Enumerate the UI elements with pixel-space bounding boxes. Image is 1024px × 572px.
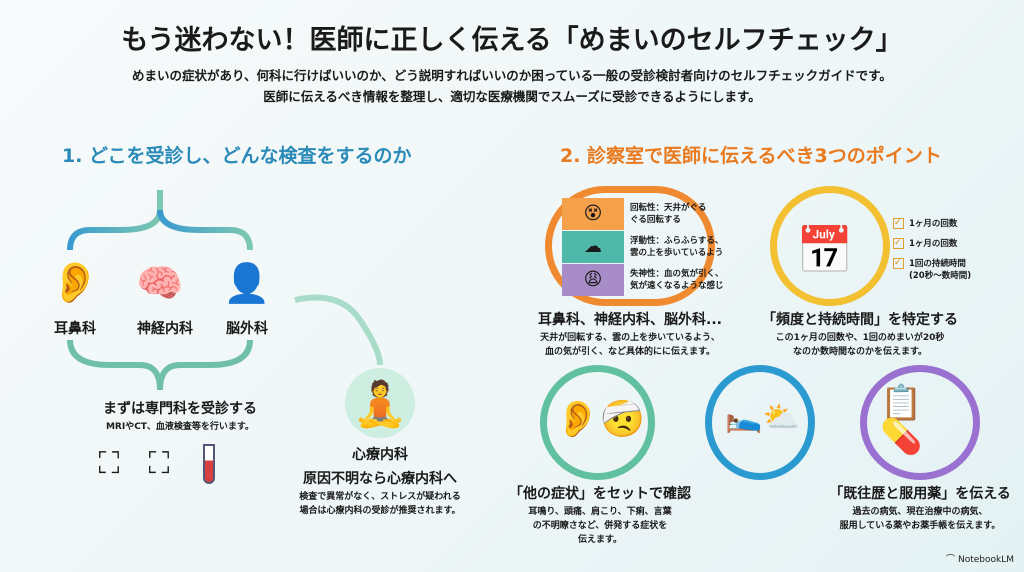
point1-text-2: 血の気が引く、など具体的にに伝えます。 (544, 347, 716, 357)
faint-person-icon: 😩 (562, 263, 624, 296)
vertigo-types: 😵回転性：天井がぐるぐる回転する ☁浮動性：ふらふらする、雲の上を歩いているよう… (562, 197, 724, 296)
ear-icon: 👂 (50, 260, 100, 306)
dept-ent: 耳鼻科 (54, 321, 96, 337)
psych-text-1: 検査で異常がなく、ストレスが疑われる (299, 492, 461, 502)
psych-title: 原因不明なら心療内科へ (303, 471, 457, 487)
subtitle-line-1: めまいの症状があり、何科に行けばいいのか、どう説明すればいいのか困っている一般の… (132, 68, 892, 83)
head-icon: 👤 (223, 261, 271, 305)
blood-test-tube-icon (198, 442, 220, 486)
check-item: ✓1ヶ月の回数 (893, 218, 958, 229)
dept-neurosurgery: 脳外科 (226, 321, 268, 337)
point4-text-1: 過去の病気、現在治療中の病気、 (852, 507, 988, 517)
ct-scanner-icon: ⛶ (148, 446, 170, 481)
brain-icon: 🧠 (136, 261, 184, 305)
first-step-block: まずは専門科を受診する MRIやCT、血液検査等を行います。 (60, 400, 300, 434)
section1-heading: 1. どこを受診し、どんな検査をするのか (62, 145, 412, 167)
checkbox-icon: ✓ (893, 218, 904, 229)
section2-heading: 2. 診察室で医師に伝えるべき3つのポイント (560, 145, 942, 167)
vertigo-type-rotational: 😵回転性：天井がぐるぐる回転する (562, 197, 724, 230)
psych-text-2: 場合は心療内科の受診が推奨されます。 (299, 506, 461, 516)
dept-neurology: 神経内科 (137, 321, 193, 337)
point1-title: 耳鼻科、神経内科、脳外科... (538, 312, 722, 328)
psych-label: 心療内科 (352, 447, 408, 463)
mri-icon: ⛶ (98, 446, 120, 481)
stress-weather-icon: 🛌⛅ (725, 399, 800, 435)
point3-text-1: 耳鳴り、頭痛、肩こり、下痢、言葉 (528, 507, 672, 517)
brand-badge: ⌒NotebookLM (945, 555, 1014, 565)
point2-text-2: なのか数時間なのかを伝えます。 (792, 347, 928, 357)
flow-connectors (67, 190, 383, 391)
dizzy-person-icon: 😵 (562, 197, 624, 230)
point1-text-1: 天井が回転する、雲の上を歩いているよう、 (540, 333, 720, 343)
psych-block: 心療内科 原因不明なら心療内科へ 検査で異常がなく、ストレスが疑われる 場合は心… (270, 446, 490, 518)
point-connector-ring (705, 365, 815, 480)
checkbox-icon: ✓ (893, 238, 904, 249)
point3-ring (540, 365, 655, 480)
point3-block: 「他の症状」をセットで確認 耳鳴り、頭痛、肩こり、下痢、言葉 の不明瞭さなど、併… (495, 485, 705, 547)
point1-block: 耳鼻科、神経内科、脳外科... 天井が回転する、雲の上を歩いているよう、 血の気… (520, 311, 740, 359)
point4-ring (860, 365, 980, 480)
symptoms-icon: 👂🤕 (555, 399, 645, 440)
point3-text-3: 伝えます。 (577, 535, 623, 545)
first-step-text: MRIやCT、血液検査等を行います。 (105, 422, 255, 432)
checkbox-icon: ✓ (893, 258, 904, 269)
point2-title: 「頻度と持続時間」を特定する (762, 312, 958, 328)
page-title: もう迷わない！医師に正しく伝える「めまいのセルフチェック」 (121, 25, 903, 56)
point4-title: 「既往歴と服用薬」を伝える (829, 486, 1011, 502)
cloud-walker-icon: ☁ (562, 230, 624, 263)
point2-text-1: この1ヶ月の回数や、1回のめまいが20秒 (775, 333, 945, 343)
meditation-icon: 🧘 (352, 379, 408, 430)
medical-record-medicine-icon: 📋💊 (880, 383, 923, 457)
vertigo-type-floating: ☁浮動性：ふらふらする、雲の上を歩いているよう (562, 230, 724, 263)
check-item: ✓1回の持続時間(20秒〜数時間) (893, 258, 972, 281)
point2-ring (770, 186, 890, 306)
point4-block: 「既往歴と服用薬」を伝える 過去の病気、現在治療中の病気、 服用している薬やお薬… (815, 485, 1024, 533)
calendar-clock-icon: 📅 (796, 223, 854, 277)
point1-ring (545, 186, 715, 306)
subtitle-line-2: 医師に伝えるべき情報を整理し、適切な医療機関でスムーズに受診できるようにします。 (263, 89, 761, 104)
notebooklm-logo-icon: ⌒ (945, 555, 955, 565)
psych-bg (345, 368, 415, 438)
point3-title: 「他の症状」をセットで確認 (509, 486, 691, 502)
frequency-checklist: ✓1ヶ月の回数 ✓1ヶ月の回数 ✓1回の持続時間(20秒〜数時間) (893, 218, 971, 290)
first-step-title: まずは専門科を受診する (103, 401, 257, 417)
point4-text-2: 服用している薬やお薬手帳を伝えます。 (839, 521, 1001, 531)
check-item: ✓1ヶ月の回数 (893, 238, 958, 249)
point3-text-2: の不明瞭さなど、併発する症状を (532, 521, 668, 531)
vertigo-type-fainting: 😩失神性：血の気が引く、気が遠くなるような感じ (562, 263, 724, 296)
point2-block: 「頻度と持続時間」を特定する この1ヶ月の回数や、1回のめまいが20秒 なのか数… (750, 311, 970, 359)
